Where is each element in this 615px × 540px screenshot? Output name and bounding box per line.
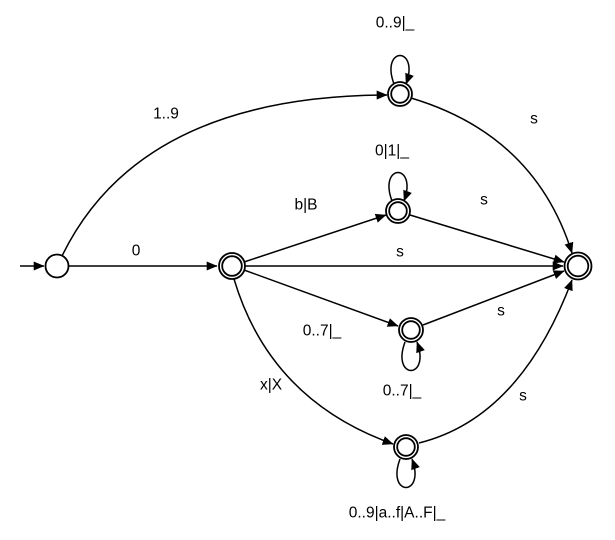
label-zero-octal: 0..7|_ (303, 323, 342, 340)
edge-zero-octal (243, 269, 399, 327)
state-decimal (387, 81, 413, 107)
edge-hex-final (418, 279, 573, 444)
state-inner-circle-decimal (390, 84, 410, 104)
edge-zero-binary (243, 213, 387, 263)
selfloop-octal-loop (401, 341, 425, 372)
label-zero-hex: x|X (260, 377, 283, 394)
label-decimal-loop: 0..9|_ (376, 15, 415, 32)
state-binary (385, 198, 411, 224)
label-hex-loop: 0..9|a..f|A..F|_ (349, 505, 446, 522)
state-octal (398, 317, 424, 343)
label-binary-loop: 0|1|_ (375, 143, 409, 160)
state-zero (218, 252, 246, 280)
edge-start-decimal (61, 90, 388, 257)
state-inner-circle-hex (396, 437, 416, 457)
state-inner-circle-final (566, 254, 590, 278)
state-inner-circle-binary (388, 201, 408, 221)
state-inner-circle-octal (401, 320, 421, 340)
label-decimal-final: s (530, 111, 538, 128)
state-circle-start (44, 253, 70, 279)
state-hex (393, 434, 419, 460)
label-zero-binary: b|B (295, 197, 318, 214)
edge-binary-final (409, 214, 565, 264)
label-octal-final: s (497, 303, 505, 320)
edge-zero-hex (233, 278, 394, 445)
selfloop-binary-loop (388, 171, 412, 202)
selfloop-decimal-loop (390, 54, 414, 85)
label-start-decimal: 1..9 (153, 106, 179, 123)
label-zero-final: s (396, 244, 404, 261)
label-hex-final: s (519, 388, 527, 405)
label-binary-final: s (480, 192, 488, 209)
label-start-zero: 0 (132, 243, 141, 260)
edge-octal-final (422, 270, 565, 326)
state-inner-circle-zero (221, 255, 243, 277)
selfloop-hex-loop (396, 458, 420, 489)
state-final (563, 251, 593, 281)
label-octal-loop: 0..7|_ (383, 383, 422, 400)
edge-decimal-final (410, 97, 574, 254)
state-start (44, 253, 70, 279)
